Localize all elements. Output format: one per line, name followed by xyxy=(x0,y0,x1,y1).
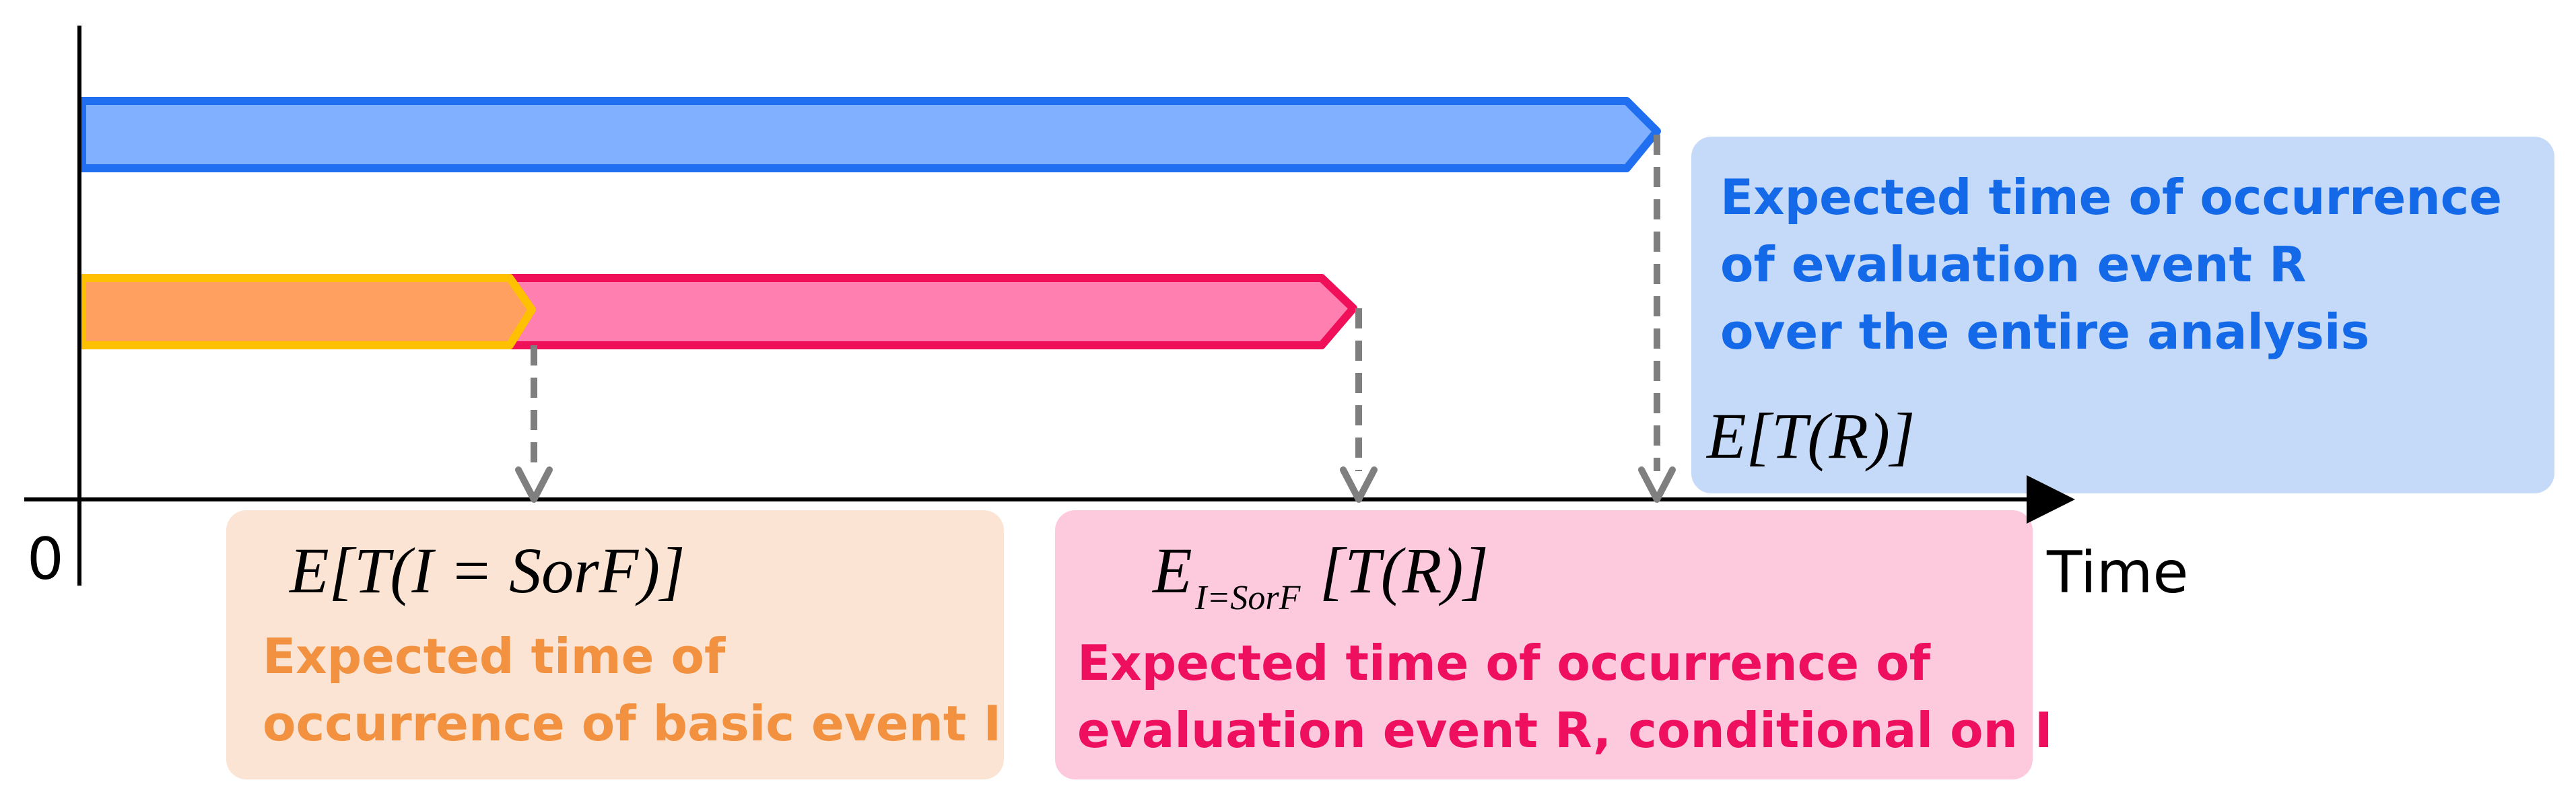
conditional-callout-box xyxy=(1055,510,2033,779)
overall-callout-line-2: of evaluation event R xyxy=(1720,236,2306,293)
overall-callout-line-3: over the entire analysis xyxy=(1720,304,2369,360)
basic-event-I-bar xyxy=(78,274,536,349)
basic-event-callout-line-1: Expected time of xyxy=(263,628,726,685)
dashed-arrow-overall xyxy=(1638,135,1676,503)
dashed-arrow-basic-event xyxy=(515,345,553,503)
conditional-R-bar xyxy=(508,274,1357,349)
x-axis-label: Time xyxy=(2046,539,2188,606)
overall-formula: E[T(R)] xyxy=(1705,400,1915,472)
basic-event-callout-box xyxy=(226,510,1004,779)
conditional-formula-subscript: I=SorF xyxy=(1194,579,1301,617)
overall-callout-box xyxy=(1691,137,2554,493)
conditional-callout-line-2: evaluation event R, conditional on I xyxy=(1077,702,2053,759)
conditional-callout-line-1: Expected time of occurrence of xyxy=(1077,635,1931,691)
conditional-formula-main: E xyxy=(1151,534,1192,606)
conditional-formula-rest: [T(R)] xyxy=(1320,534,1489,606)
basic-event-formula: E[T(I = SorF)] xyxy=(288,534,685,606)
dashed-arrow-conditional xyxy=(1340,308,1378,503)
origin-label: 0 xyxy=(27,526,64,593)
overall-callout-line-1: Expected time of occurrence xyxy=(1720,169,2502,225)
basic-event-callout-line-2: occurrence of basic event I xyxy=(263,695,1001,752)
conditional-formula: E I=SorF [T(R)] xyxy=(1151,534,1489,617)
overall-analysis-bar xyxy=(78,97,1661,172)
